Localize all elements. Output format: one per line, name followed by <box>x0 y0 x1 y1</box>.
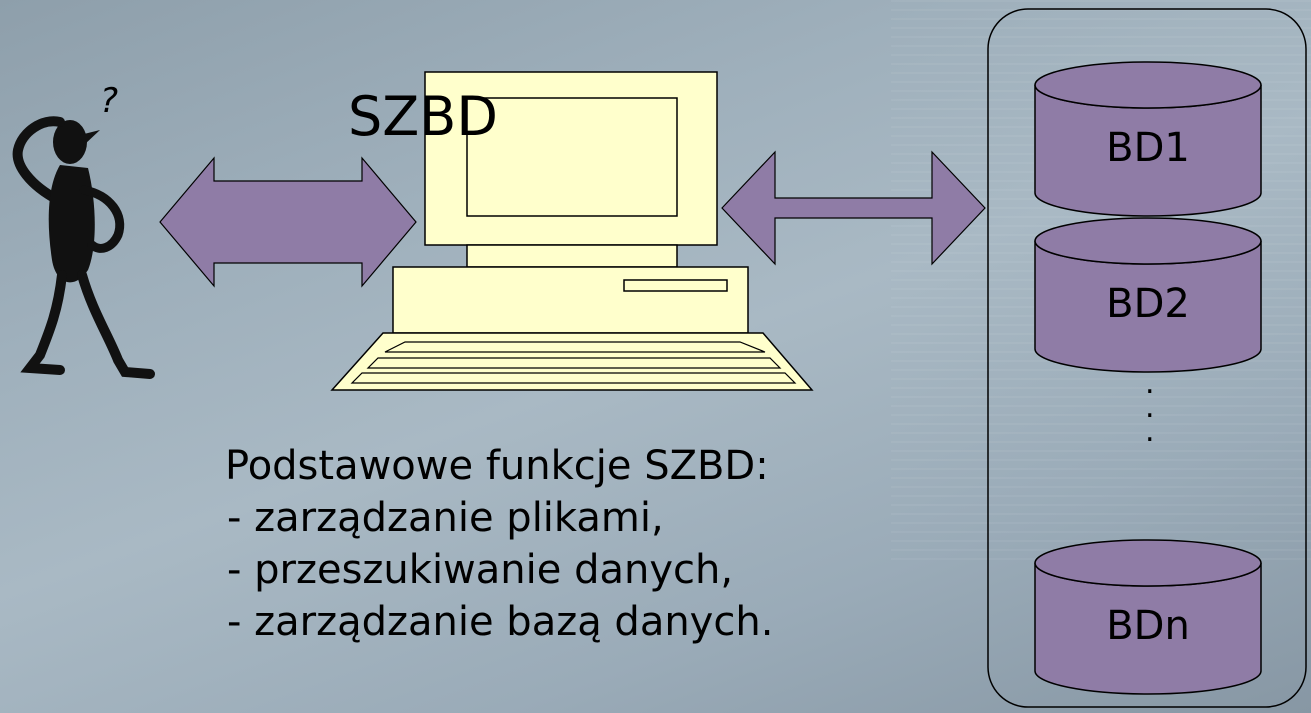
function-item: - zarządzanie bazą danych. <box>227 599 774 645</box>
function-item: - przeszukiwanie danych, <box>227 547 734 593</box>
system-unit-shape <box>392 266 749 334</box>
database-top <box>1034 539 1262 587</box>
system-label: SZBD <box>348 85 498 148</box>
function-item: - zarządzanie plikami, <box>227 495 664 541</box>
system-database-arrow <box>721 150 986 266</box>
ellipsis-dot: . <box>1145 366 1155 401</box>
database-cylinder: BDn <box>1034 539 1262 695</box>
head-shape <box>53 120 87 164</box>
database-label: BD1 <box>1106 125 1190 171</box>
database-cylinder: BD2 <box>1034 217 1262 373</box>
user-system-arrow <box>159 156 417 288</box>
functions-list: Podstawowe funkcje SZBD: - zarządzanie p… <box>225 440 773 648</box>
database-cylinder: BD1 <box>1034 61 1262 217</box>
drive-slot-shape <box>623 279 728 292</box>
ellipsis: . . . <box>1145 366 1155 449</box>
ellipsis-dot: . <box>1145 414 1155 449</box>
database-label: BD2 <box>1106 281 1190 327</box>
database-top <box>1034 61 1262 109</box>
ellipsis-dot: . <box>1145 390 1155 425</box>
database-label: BDn <box>1106 603 1190 649</box>
database-top <box>1034 217 1262 265</box>
computer-icon <box>330 71 814 391</box>
database-container <box>987 8 1307 708</box>
screen-shape <box>466 97 678 217</box>
question-mark-icon: ? <box>100 81 118 121</box>
functions-title: Podstawowe funkcje SZBD: <box>225 443 769 489</box>
user-icon: ? <box>12 81 155 379</box>
